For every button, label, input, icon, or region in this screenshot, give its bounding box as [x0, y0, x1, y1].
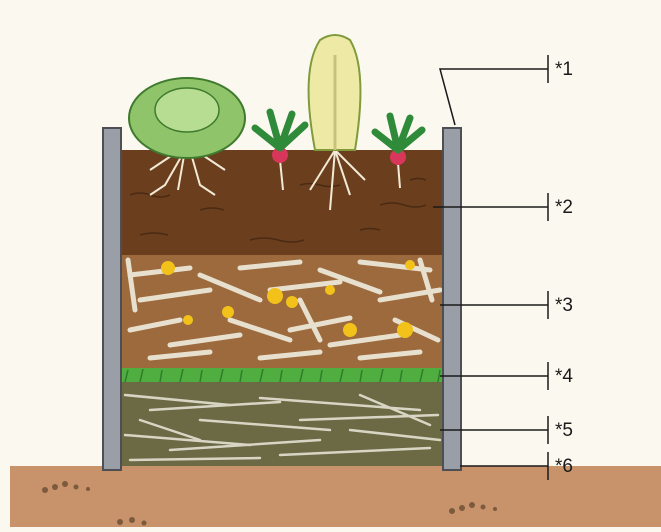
callout-label-4: *4 — [555, 367, 573, 386]
callout-label-1: *1 — [555, 60, 573, 79]
callout-line-1 — [440, 55, 548, 125]
left-wall — [103, 128, 121, 470]
callout-label-3: *3 — [555, 296, 573, 315]
callout-label-6: *6 — [555, 457, 573, 476]
callout-label-2: *2 — [555, 198, 573, 217]
right-wall — [443, 128, 461, 470]
callout-label-5: *5 — [555, 421, 573, 440]
branch-layer — [121, 382, 443, 466]
